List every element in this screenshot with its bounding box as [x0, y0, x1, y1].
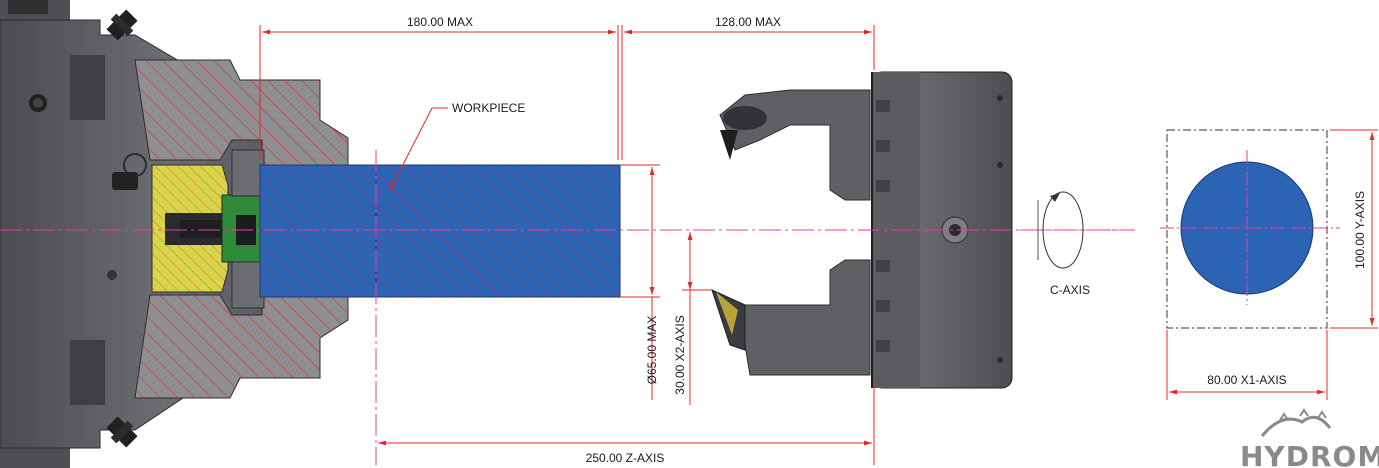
chuck-jaws [231, 149, 265, 309]
c-axis-rotation-icon [1020, 191, 1135, 269]
chuck-section [134, 59, 349, 399]
clamp-bolt-bottom-icon [106, 416, 138, 448]
company-logo: HYDROM [1240, 440, 1379, 468]
dimension-diameter-65 [620, 164, 660, 400]
dimension-128-max [621, 25, 875, 160]
workpiece-leader [389, 107, 448, 191]
workpiece-bar [259, 164, 621, 298]
dimension-label-y-axis: 100.00 Y-AXIS [1353, 191, 1367, 269]
dimension-label-x1-axis: 80.00 X1-AXIS [1207, 373, 1286, 387]
dimension-z-axis [378, 380, 875, 465]
green-insert [221, 194, 263, 263]
hydromat-gear-icon [1260, 408, 1332, 437]
clamp-bolt-top-icon [106, 9, 138, 41]
dimension-label-180-max: 180.00 MAX [407, 15, 473, 29]
turning-tool-holder [711, 259, 871, 376]
collet-section [151, 164, 258, 293]
dimension-label-x2-axis: 30.00 X2-AXIS [673, 315, 687, 394]
dimension-label-z-axis: 250.00 Z-AXIS [586, 451, 665, 465]
spindle-center-line [0, 150, 1135, 465]
dimension-label-diameter-65: Ø65.00 MAX [645, 316, 659, 385]
travel-envelope [1160, 129, 1340, 329]
workpiece-label: WORKPIECE [452, 101, 525, 115]
c-axis-label: C-AXIS [1050, 283, 1090, 297]
dimension-label-128-max: 128.00 MAX [715, 15, 781, 29]
dimension-180-max [259, 25, 619, 160]
dimension-x1-axis [1166, 330, 1328, 400]
boring-tool-holder [719, 89, 871, 201]
dimension-x2-axis [682, 232, 712, 405]
dimension-y-axis [1330, 129, 1378, 329]
